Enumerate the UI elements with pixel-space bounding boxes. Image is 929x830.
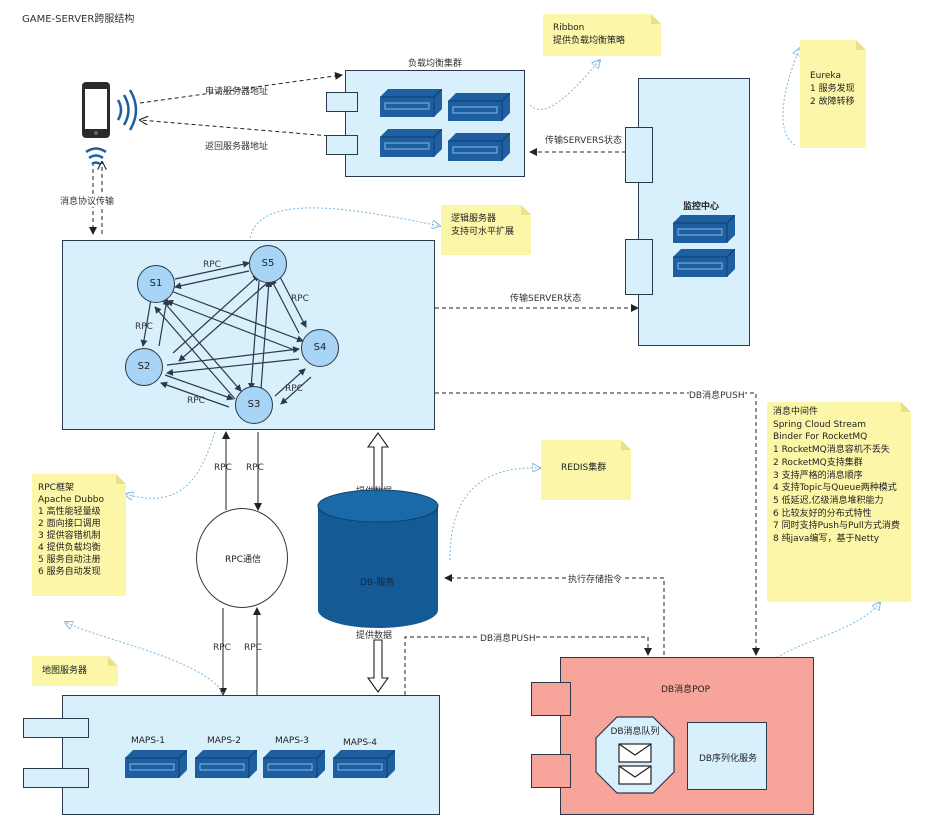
db-cylinder	[317, 489, 439, 628]
maps-cluster-box: MAPS-1 MAPS-2 MAPS-3 MAPS-4	[23, 695, 440, 815]
monitor-port-bottom	[625, 239, 653, 295]
diagram-title: GAME-SERVER跨服结构	[22, 14, 135, 25]
node-s4: S4	[301, 329, 339, 367]
rpc-mesh: RPC RPC RPC RPC RPC	[135, 260, 312, 408]
db-pop-label: DB消息POP	[659, 682, 713, 695]
rpc-label: RPC	[214, 463, 232, 473]
node-s1: S1	[137, 265, 175, 303]
serialize-label: DB序列化服务	[698, 754, 758, 764]
envelope-icon	[618, 743, 652, 763]
server-icon	[333, 750, 395, 778]
lb-port-bottom	[326, 135, 358, 155]
maps-server-label: MAPS-3	[275, 736, 310, 746]
lb-cluster-box	[326, 70, 525, 177]
exec-proc-label: 执行存储指令	[568, 572, 623, 585]
maps-server-label: MAPS-2	[207, 736, 242, 746]
rpc-edge-label: RPC	[285, 384, 303, 394]
mq-port-bottom	[531, 754, 571, 788]
lb-cluster-title: 负载均衡集群	[408, 59, 463, 69]
mq-port-top	[531, 682, 571, 716]
edge-return-addr	[140, 120, 343, 138]
rpc-edge-label: RPC	[291, 294, 309, 304]
server-icon	[673, 249, 735, 277]
monitor-port-top	[625, 127, 653, 183]
return-addr-label: 返回服务器地址	[205, 142, 269, 152]
edge-exec-proc	[444, 574, 665, 655]
server-icon	[263, 750, 325, 778]
server-icon	[448, 93, 510, 121]
queue-label: DB消息队列	[610, 727, 660, 737]
envelope-icon	[618, 765, 652, 785]
rpc-hub-circle: RPC通信	[196, 508, 288, 608]
mq-box: DB消息POP DB消息队列 DB序列化服务	[531, 657, 814, 815]
server-icon	[673, 215, 735, 243]
server-state-label: 传输SERVER状态	[510, 294, 582, 304]
rpc-label: RPC	[246, 463, 264, 473]
db-push-top-label: DB消息PUSH	[689, 388, 745, 401]
msg-proto-label: 消息协议传输	[60, 194, 115, 207]
logic-cluster-box: RPC RPC RPC RPC RPC S1 S5 S2 S4 S3	[62, 240, 435, 430]
maps-server-label: MAPS-4	[343, 738, 378, 748]
rpc-edge-label: RPC	[203, 260, 221, 270]
rpc-edge-label: RPC	[187, 396, 205, 406]
rpc-hub-label: RPC通信	[225, 555, 261, 565]
node-s2: S2	[125, 348, 163, 386]
db-label: DB-服务	[360, 578, 395, 588]
edge-db-push-bottom	[404, 636, 652, 695]
server-icon	[125, 750, 187, 778]
logic-note: 逻辑服务器支持可水平扩展	[441, 205, 531, 255]
queue-octagon	[595, 716, 675, 794]
node-s3: S3	[235, 386, 273, 424]
servers-state-label: 传输SERVERS状态	[545, 133, 622, 146]
monitor-box: 监控中心	[625, 78, 750, 346]
maps-server-label: MAPS-1	[131, 736, 166, 746]
maps-note: 地图服务器	[32, 656, 118, 686]
serialize-box: DB序列化服务	[687, 722, 767, 790]
maps-port-top	[23, 718, 89, 738]
maps-port-bottom	[23, 768, 89, 788]
rpc-label: RPC	[244, 643, 262, 653]
db-push-bottom-label: DB消息PUSH	[480, 631, 536, 644]
redis-note: REDIS集群	[541, 440, 631, 500]
phone-icon	[80, 80, 138, 166]
monitor-title: 监控中心	[683, 202, 720, 212]
apply-addr-label: 申请服务器地址	[205, 87, 269, 97]
lb-port-top	[326, 92, 358, 112]
rpc-edge-label: RPC	[135, 322, 153, 332]
server-icon	[380, 89, 442, 117]
server-icon	[380, 129, 442, 157]
rpc-label: RPC	[213, 643, 231, 653]
server-icon	[195, 750, 257, 778]
edge-db-push-top	[435, 392, 760, 656]
provide-data-bottom-label: 提供数据	[356, 631, 393, 641]
edge-apply-addr	[139, 71, 343, 104]
node-s5: S5	[249, 245, 287, 283]
server-icon	[448, 133, 510, 161]
